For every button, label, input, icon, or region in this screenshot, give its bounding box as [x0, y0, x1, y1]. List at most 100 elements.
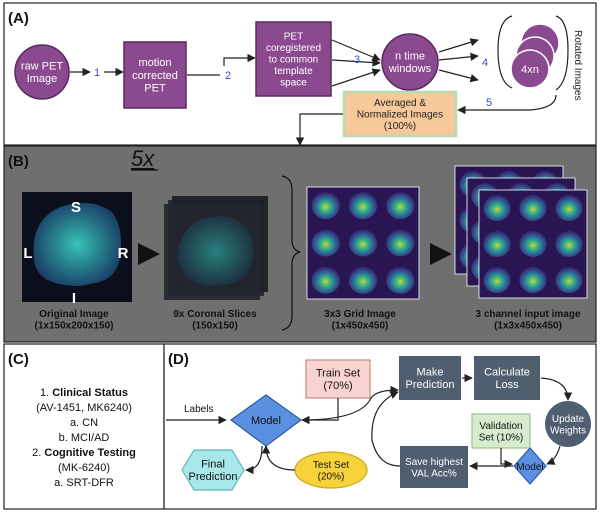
step-2: 2: [225, 70, 231, 82]
text-line: (1x3x450x450): [494, 320, 562, 331]
panel-b: (B) 5x S L R I Original Image(1x150x200x…: [3, 145, 597, 343]
brain-slice: [386, 192, 415, 220]
text-line: Prediction: [406, 379, 455, 391]
brain-slice: [311, 229, 340, 257]
text-line: space: [280, 78, 307, 89]
panel-c: (C) 1. Clinical Status(AV-1451, MK6240)a…: [3, 343, 165, 510]
brain-slice: [348, 192, 378, 220]
multiplier-label: 5x: [131, 146, 155, 171]
text-line: Prediction: [189, 471, 238, 483]
text-line: template: [274, 66, 313, 77]
save-highest-node: [400, 446, 468, 488]
text-line: Normalized Images: [357, 110, 443, 121]
averaged-label: Averaged &Normalized Images(100%): [357, 98, 443, 132]
arrow-test-model: [261, 445, 296, 471]
brain-slice: [483, 231, 511, 257]
brain-slice: [311, 192, 340, 220]
coronal-brain: [177, 216, 254, 286]
text-line: (1x150x200x150): [35, 320, 114, 331]
grid-caption: 3x3 Grid Image(1x450x450): [324, 309, 396, 332]
text-line: Make: [417, 367, 444, 379]
arrow-4b: [438, 52, 479, 61]
direction-right: R: [118, 245, 129, 262]
outcome-list: 1. Clinical Status (AV-1451, MK6240) a. CN…: [32, 387, 136, 489]
step-1: 1: [94, 67, 100, 79]
text-line: raw PET: [21, 61, 63, 73]
brain-slice: [519, 231, 547, 257]
brace-right: [555, 15, 569, 91]
step-3: 3: [354, 54, 360, 66]
rotated-circle-front: [510, 49, 550, 89]
direction-inferior: I: [72, 290, 76, 307]
outcome-item: b. MCI/AD: [59, 432, 110, 444]
arrow-5: [457, 94, 557, 115]
final-prediction-node: [181, 449, 245, 491]
calculate-loss-node: [474, 356, 540, 400]
panel-c-frame: [3, 343, 165, 510]
text-line: to common: [269, 55, 318, 66]
text-line: (100%): [384, 121, 416, 132]
train-set-node: [305, 359, 371, 399]
outcome-item-title: Cognitive Testing: [44, 447, 135, 459]
text-line: Averaged &: [374, 98, 426, 109]
original-caption: Original Image(1x150x200x150): [35, 309, 114, 332]
text-line: Calculate: [484, 367, 530, 379]
make-prediction-node: [399, 356, 461, 400]
arrow-val-model: [500, 448, 513, 469]
outcome-item: 1. Clinical Status: [40, 387, 128, 399]
arrow-b1: [138, 243, 160, 265]
channel-stack: [454, 165, 588, 299]
grid-channel-front: [478, 189, 588, 299]
text-line: motion: [138, 57, 171, 69]
brain-slice: [483, 195, 511, 221]
test-set-label: Test Set(20%): [313, 460, 349, 483]
arrow-model-final: [245, 445, 263, 475]
arrow-4c: [438, 69, 479, 83]
outcome-item-number: 2.: [32, 447, 44, 459]
text-line: (20%): [318, 471, 345, 482]
coronal-stack: [164, 196, 268, 300]
text-line: Original Image: [39, 309, 109, 320]
direction-left: L: [23, 245, 32, 262]
text-line: 9x Coronal Slices: [173, 309, 257, 320]
text-line: 3 channel input image: [475, 309, 580, 320]
text-line: Weights: [550, 425, 586, 436]
text-line: Test Set: [313, 460, 349, 471]
brace-b: [281, 175, 301, 331]
labels-text: Labels: [184, 404, 213, 415]
model-small-label: Model: [516, 462, 543, 473]
brain-slice: [555, 267, 583, 293]
channel-caption: 3 channel input image(1x3x450x450): [475, 309, 580, 332]
text-line: coregistered: [266, 43, 321, 54]
grid-3x3: [306, 186, 420, 300]
outcome-item: a. CN: [70, 417, 98, 429]
arrow-loss-update: [540, 377, 573, 401]
rotated-label: Rotated Images: [572, 30, 583, 101]
step-4: 4: [482, 57, 488, 69]
outcome-item: 2. Cognitive Testing: [32, 447, 136, 459]
panel-b-label: (B): [8, 153, 29, 170]
brain-slice: [311, 266, 340, 294]
motion-node: [123, 41, 187, 109]
model-small-node: [513, 447, 547, 485]
text-line: (70%): [323, 380, 352, 392]
brain-slice: [386, 266, 415, 294]
text-line: VAL Acc%: [411, 468, 457, 479]
grid-image: [306, 186, 420, 300]
text-line: 3x3 Grid Image: [324, 309, 396, 320]
text-line: PET: [144, 83, 166, 95]
model-label: Model: [251, 415, 281, 427]
arrow-model-predict: [301, 385, 399, 421]
outcome-item: (AV-1451, MK6240): [36, 402, 132, 414]
arrow-b2: [430, 243, 452, 265]
